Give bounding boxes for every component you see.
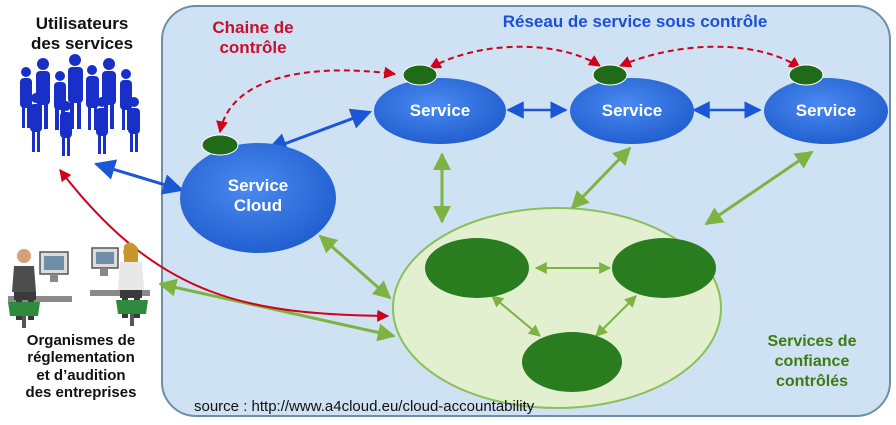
people-silhouettes-icon	[20, 54, 140, 156]
monitor-pod-a	[402, 64, 438, 86]
users-title: Utilisateurs des services	[30, 14, 134, 54]
cloud-service-label: Service Cloud	[227, 176, 289, 216]
office-workers-icon	[8, 242, 150, 328]
control-chain-cloud-a	[216, 66, 397, 134]
monitor-pod-c	[788, 64, 824, 86]
trust-node-bottom	[522, 332, 622, 392]
service-a-label: Service	[409, 101, 471, 120]
service-b-node	[570, 78, 694, 144]
monitor-pod-cloud	[201, 134, 239, 156]
service-c-label: Service	[795, 101, 857, 120]
service-c-node	[764, 78, 888, 144]
trust-services-title: Services de confiance contrôlés	[767, 333, 857, 390]
control-chain-title: Chaine de contrôle	[212, 18, 294, 58]
network-title: Réseau de service sous contrôle	[502, 12, 768, 31]
orgs-title: Organismes de réglementation et d’auditi…	[25, 332, 137, 401]
link-trust-1-3	[491, 295, 541, 337]
monitor-pod-b	[592, 64, 628, 86]
trust-node-left	[425, 238, 529, 298]
trust-node-right	[612, 238, 716, 298]
service-a-node	[374, 78, 506, 144]
link-trust-2-3	[595, 295, 637, 337]
red-line-orgs-trust	[59, 169, 390, 322]
cloud-service-node	[180, 143, 336, 253]
service-b-label: Service	[601, 101, 663, 120]
control-chain-b-c	[618, 45, 801, 69]
link-service-c-trust	[704, 150, 814, 226]
link-service-b-trust	[570, 146, 632, 210]
source-caption: source : http://www.a4cloud.eu/cloud-acc…	[194, 398, 535, 415]
control-chain-a-b	[428, 45, 602, 69]
